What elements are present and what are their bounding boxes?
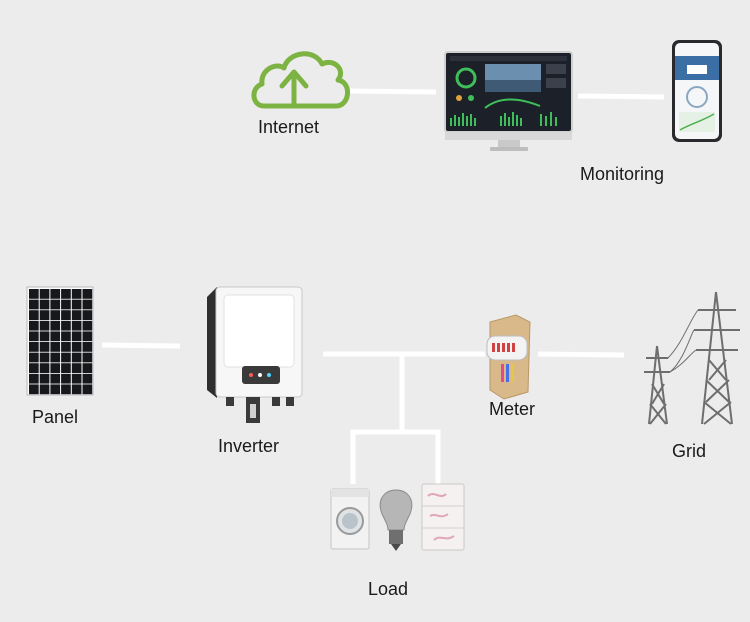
connector-meter-grid — [537, 351, 625, 358]
solar-cell — [71, 331, 82, 342]
solar-cell — [82, 289, 93, 299]
solar-cell — [82, 384, 93, 395]
solar-cell — [71, 310, 82, 320]
solar-cell — [50, 373, 61, 384]
connector-monitor-phone — [577, 93, 665, 100]
solar-cell — [61, 384, 71, 395]
solar-cell — [50, 310, 61, 320]
solar-cell — [61, 373, 71, 384]
solar-cell — [71, 299, 82, 310]
solar-cell — [50, 289, 61, 299]
solar-cell — [61, 363, 71, 373]
solar-cell — [61, 320, 71, 331]
solar-cell — [39, 384, 50, 395]
load-label: Load — [368, 579, 409, 599]
solar-cell — [39, 363, 50, 373]
solar-cell — [39, 289, 50, 299]
power-tower-icon — [644, 291, 740, 425]
solar-cell — [50, 342, 61, 352]
solar-cell — [50, 299, 61, 310]
solar-cell — [61, 331, 71, 342]
solar-cell — [39, 320, 50, 331]
solar-panel-icon — [26, 286, 94, 396]
solar-cell — [71, 352, 82, 363]
solar-cell — [71, 289, 82, 299]
panel-label: Panel — [32, 407, 79, 427]
solar-cell — [61, 352, 71, 363]
solar-cell — [61, 342, 71, 352]
solar-cell — [29, 373, 39, 384]
solar-cell — [82, 320, 93, 331]
solar-cell — [39, 331, 50, 342]
solar-cell — [82, 373, 93, 384]
solar-cell — [71, 373, 82, 384]
solar-cell — [50, 363, 61, 373]
solar-cell — [29, 342, 39, 352]
solar-cell — [71, 363, 82, 373]
solar-cell — [71, 384, 82, 395]
solar-cell — [29, 310, 39, 320]
solar-cell — [29, 320, 39, 331]
solar-cell — [39, 299, 50, 310]
solar-cell — [82, 310, 93, 320]
solar-cell — [39, 373, 50, 384]
monitoring-label: Monitoring — [580, 164, 665, 184]
solar-cell — [50, 320, 61, 331]
solar-cell — [39, 342, 50, 352]
solar-cell — [50, 384, 61, 395]
solar-cell — [82, 342, 93, 352]
solar-cell — [29, 289, 39, 299]
solar-cell — [29, 331, 39, 342]
electric-meter-icon — [486, 314, 531, 400]
inverter-icon — [207, 286, 303, 423]
grid-label: Grid — [672, 441, 707, 461]
connector-panel-inverter — [101, 342, 181, 349]
household-appliances-icon — [330, 483, 465, 551]
solar-cell — [61, 310, 71, 320]
connectors — [101, 88, 665, 484]
solar-cell — [82, 299, 93, 310]
connector-to-load — [350, 354, 405, 484]
solar-cell — [71, 342, 82, 352]
solar-cell — [29, 299, 39, 310]
solar-cell — [29, 363, 39, 373]
monitor-icon — [444, 51, 573, 151]
connector-load-right — [402, 429, 441, 484]
meter-label: Meter — [489, 399, 536, 419]
solar-cell — [29, 384, 39, 395]
solar-cell — [61, 299, 71, 310]
solar-cell — [82, 352, 93, 363]
solar-cell — [82, 363, 93, 373]
inverter-label: Inverter — [218, 436, 280, 456]
solar-cell — [82, 331, 93, 342]
cloud-upload-icon — [251, 51, 350, 109]
connector-internet-monitor — [347, 88, 437, 95]
solar-cell — [29, 352, 39, 363]
internet-label: Internet — [258, 117, 320, 137]
phone-icon — [672, 40, 722, 142]
solar-cell — [50, 331, 61, 342]
solar-cell — [71, 320, 82, 331]
solar-cell — [39, 352, 50, 363]
solar-cell — [61, 289, 71, 299]
solar-cell — [39, 310, 50, 320]
solar-cell — [50, 352, 61, 363]
